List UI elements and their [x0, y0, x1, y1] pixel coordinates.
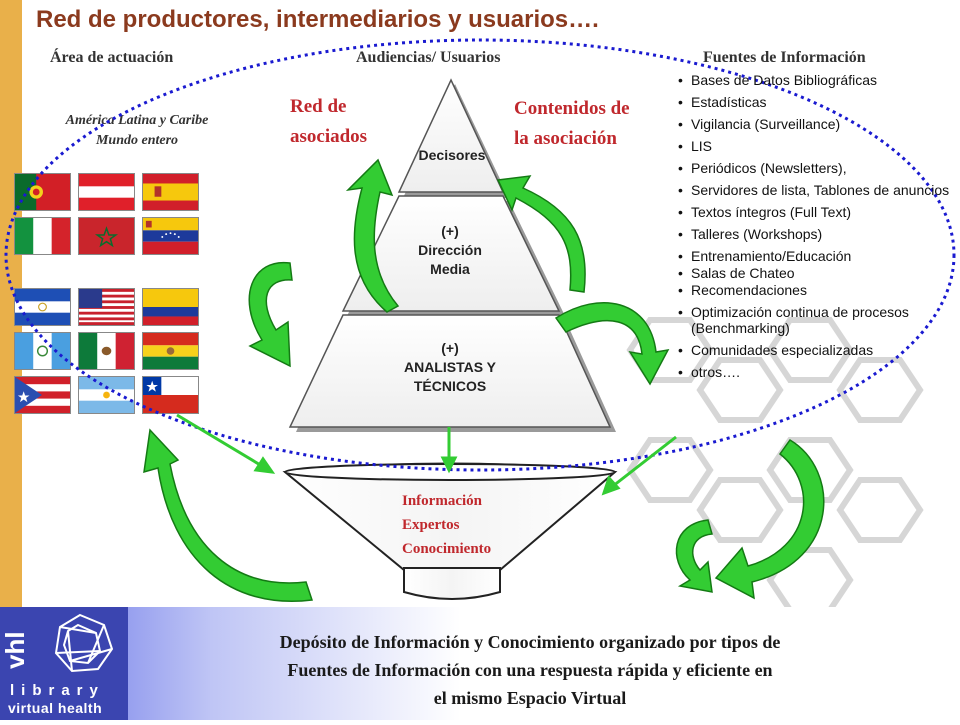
- flag-italy: [14, 217, 71, 255]
- pyramid-middle-label: (+) Dirección Media: [390, 222, 510, 279]
- region-label: América Latina y Caribe Mundo entero: [22, 111, 252, 151]
- flag-usa: [78, 288, 135, 326]
- flag-portugal: [14, 173, 71, 211]
- audiences-header: Audiencias/ Usuarios: [356, 49, 501, 66]
- pyramid-bottom-line-1: (+): [441, 340, 459, 356]
- pyramid-middle-line-1: (+): [441, 223, 459, 239]
- footer-line-1: Depósito de Información y Conocimiento o…: [279, 632, 781, 652]
- flag-puerto-rico: [14, 376, 71, 414]
- flag-bolivia: [142, 332, 199, 370]
- flag-austria: [78, 173, 135, 211]
- flag-mexico: [78, 332, 135, 370]
- source-item: LIS: [678, 138, 960, 154]
- source-item: Vigilancia (Surveillance): [678, 116, 960, 132]
- vhl-logo: vhl library virtual health: [0, 607, 128, 720]
- pyramid-middle-line-3: Media: [430, 261, 470, 277]
- footer-line-2: Fuentes de Información con una respuesta…: [287, 660, 773, 680]
- source-item: Bases de Datos Bibliográficas: [678, 72, 960, 88]
- contenidos-label: Contenidos de la asociación: [514, 94, 630, 154]
- source-item: Comunidades especializadas: [678, 342, 960, 358]
- red-label-line-2: asociados: [290, 126, 368, 147]
- pyramid-top-label: Decisores: [418, 147, 486, 163]
- red-de-asociados-label: Red de asociados: [290, 92, 367, 152]
- flag-guatemala: [14, 332, 71, 370]
- page-title: Red de productores, intermediarios y usu…: [36, 6, 599, 33]
- source-item: otros….: [678, 364, 960, 380]
- source-item: Entrenamiento/Educación: [678, 248, 960, 264]
- source-item: Optimización continua de procesos (Bench…: [678, 304, 960, 336]
- contenidos-label-line-1: Contenidos de: [514, 98, 630, 119]
- region-line-2: Mundo entero: [95, 133, 179, 148]
- flag-morocco: [78, 217, 135, 255]
- source-item: Estadísticas: [678, 94, 960, 110]
- logo-line-1: library: [10, 682, 105, 699]
- vhl-logo-graphic: vhl library virtual health: [0, 613, 114, 716]
- footer-caption: Depósito de Información y Conocimiento o…: [160, 628, 900, 712]
- flag-chile: [142, 376, 199, 414]
- flag-argentina: [78, 376, 135, 414]
- pyramid-bottom-line-2: ANALISTAS Y: [403, 359, 497, 375]
- pyramid-middle-line-2: Dirección: [418, 242, 482, 258]
- pyramid-tier-top: [397, 78, 505, 193]
- funnel-line-2: Expertos: [402, 517, 460, 533]
- source-item: Salas de Chateo: [678, 265, 960, 281]
- funnel-line-3: Conocimiento: [402, 541, 492, 557]
- flag-venezuela: [142, 217, 199, 255]
- source-item: Periódicos (Newsletters),: [678, 160, 960, 176]
- pyramid-bottom-label: (+) ANALISTAS Y TÉCNICOS: [370, 339, 530, 396]
- flag-colombia: [142, 288, 199, 326]
- source-item: Talleres (Workshops): [678, 226, 960, 242]
- pyramid-bottom-line-3: TÉCNICOS: [413, 378, 487, 394]
- region-line-1: América Latina y Caribe: [65, 113, 209, 128]
- red-label-line-1: Red de: [290, 96, 347, 117]
- sources-list: Bases de Datos Bibliográficas Estadístic…: [678, 72, 960, 386]
- logo-side-text: vhl: [0, 631, 30, 669]
- source-item: Servidores de lista, Tablones de anuncio…: [678, 182, 960, 198]
- source-item: Textos íntegros (Full Text): [678, 204, 960, 220]
- funnel-label: Información Expertos Conocimiento: [402, 489, 491, 561]
- flag-spain: [142, 173, 199, 211]
- sources-header: Fuentes de Información: [703, 49, 866, 66]
- contenidos-label-line-2: la asociación: [514, 128, 617, 149]
- source-item: Recomendaciones: [678, 282, 960, 298]
- footer-band: [0, 607, 960, 720]
- logo-line-2: virtual health: [8, 700, 102, 716]
- area-header: Área de actuación: [50, 49, 174, 66]
- funnel-line-1: Información: [402, 493, 482, 509]
- footer-line-3: el mismo Espacio Virtual: [433, 688, 627, 708]
- flag-el-salvador: [14, 288, 71, 326]
